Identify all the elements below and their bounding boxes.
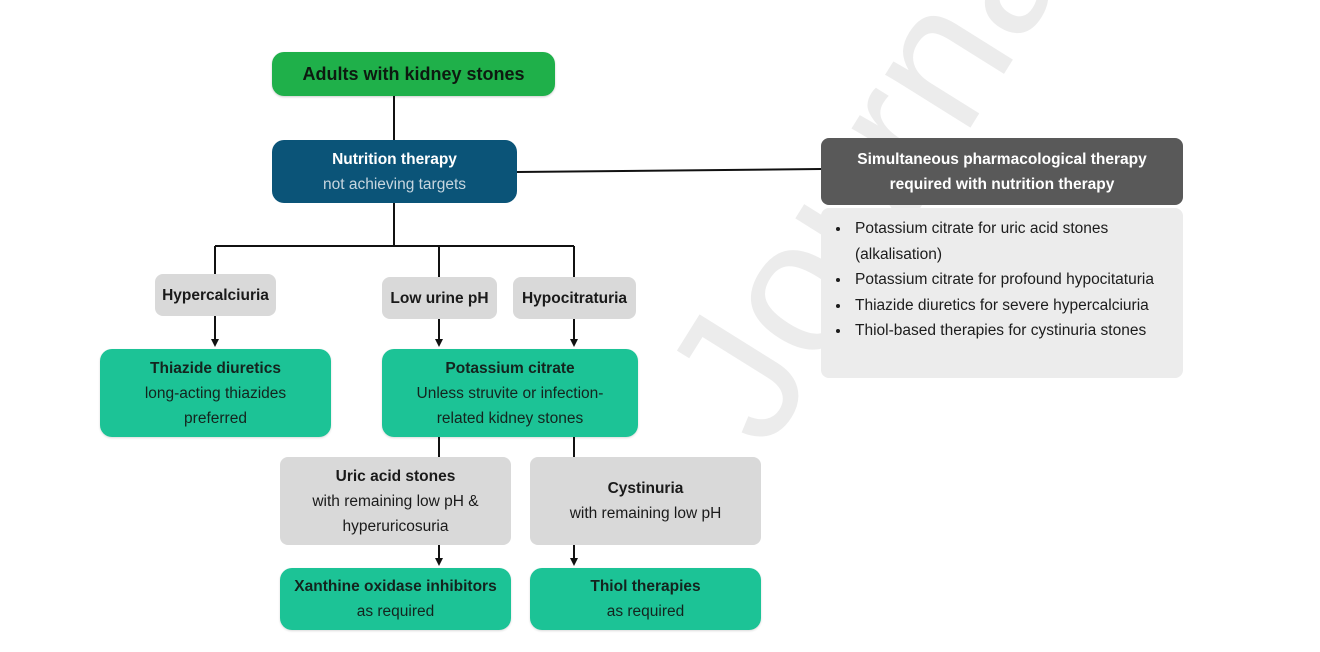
list-item: Potassium citrate for profound hypocitat… [851, 267, 1173, 293]
cystinuria-line1: with remaining low pH [569, 505, 722, 522]
xanthine-line1: as required [356, 603, 435, 620]
treatment-potassium-citrate: Potassium citrate Unless struvite or inf… [382, 349, 638, 437]
cystinuria-title: Cystinuria [607, 480, 684, 497]
thiazide-title: Thiazide diuretics [150, 359, 281, 377]
root-node-adults-kidney-stones: Adults with kidney stones [272, 52, 555, 96]
treatment-xanthine-oxidase-inhibitors: Xanthine oxidase inhibitors as required [280, 568, 511, 630]
condition-hypercalciuria: Hypercalciuria [155, 274, 276, 316]
nutrition-therapy-node: Nutrition therapy not achieving targets [272, 140, 517, 203]
treatment-thiazide-diuretics: Thiazide diuretics long-acting thiazides… [100, 349, 331, 437]
simultaneous-therapy-list: Potassium citrate for uric acid stones (… [821, 208, 1183, 378]
simultaneous-therapy-header: Simultaneous pharmacological therapy req… [821, 138, 1183, 205]
list-item: Thiazide diuretics for severe hypercalci… [851, 293, 1173, 319]
thiazide-line2: preferred [184, 409, 247, 427]
thiol-line1: as required [606, 603, 685, 620]
thiazide-line1: long-acting thiazides [144, 384, 287, 402]
condition-hypocitraturia: Hypocitraturia [513, 277, 636, 319]
nutrition-title: Nutrition therapy [332, 150, 457, 168]
xanthine-title: Xanthine oxidase inhibitors [294, 578, 497, 595]
condition-low-urine-ph: Low urine pH [382, 277, 497, 319]
uric-line2: hyperuricosuria [342, 517, 449, 535]
treatment-thiol-therapies: Thiol therapies as required [530, 568, 761, 630]
hypocitraturia-label: Hypocitraturia [521, 289, 628, 307]
line-nutrition-to-simultaneous [516, 168, 822, 173]
uric-line1: with remaining low pH & [312, 492, 479, 510]
low-urine-ph-label: Low urine pH [390, 289, 489, 307]
condition-uric-acid-stones: Uric acid stones with remaining low pH &… [280, 457, 511, 545]
simultaneous-title-line2: required with nutrition therapy [889, 175, 1115, 193]
potassium-title: Potassium citrate [445, 359, 575, 377]
list-item: Potassium citrate for uric acid stones (… [851, 216, 1173, 267]
potassium-line1: Unless struvite or infection- [416, 384, 604, 402]
root-title: Adults with kidney stones [302, 63, 525, 84]
potassium-line2: related kidney stones [436, 409, 584, 427]
list-item: Thiol-based therapies for cystinuria sto… [851, 318, 1173, 344]
simultaneous-title-line1: Simultaneous pharmacological therapy [857, 150, 1147, 168]
nutrition-subtitle: not achieving targets [322, 175, 467, 193]
thiol-title: Thiol therapies [590, 578, 701, 595]
uric-title: Uric acid stones [335, 467, 456, 485]
condition-cystinuria: Cystinuria with remaining low pH [530, 457, 761, 545]
hypercalciuria-label: Hypercalciuria [162, 286, 269, 304]
